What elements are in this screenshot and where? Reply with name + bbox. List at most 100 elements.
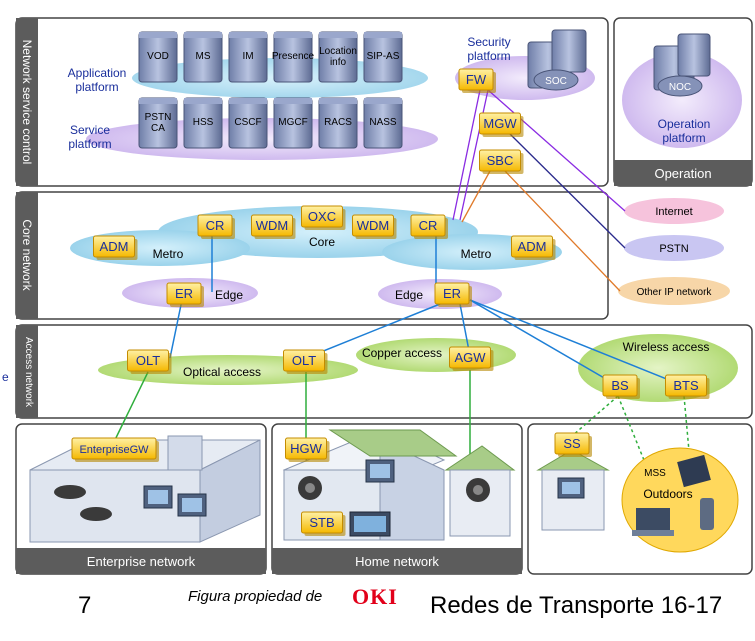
operation-title: Operation (654, 166, 711, 181)
laptop-icon (632, 508, 674, 536)
copper-house (444, 445, 516, 537)
cr-left-node: CR (197, 214, 235, 239)
access-cut-letter: e (2, 370, 9, 384)
soc-server-stack: SOC (527, 29, 587, 91)
core-network-layer-label: Core network (20, 219, 34, 291)
adm-left-node: ADM (93, 235, 138, 260)
mgw-pstn-link (509, 133, 626, 249)
home-phone-icon (298, 476, 322, 500)
er-right-node: ER (434, 282, 472, 307)
bts-node-label: BTS (673, 378, 699, 393)
pstn-label: PSTN (659, 243, 688, 255)
oxc-node: OXC (301, 205, 346, 230)
application-server-label: IM (242, 51, 253, 62)
oki-logo: OKI (352, 584, 398, 609)
sbc-otherip-link (504, 170, 621, 292)
service-server: RACS (318, 97, 358, 149)
mobile-phone-icon (700, 498, 714, 530)
application-server-label: VOD (147, 51, 169, 62)
copper-access-label: Copper access (362, 346, 442, 360)
enterprise-gw-node-label: EnterpriseGW (79, 444, 149, 456)
sbc-core-link (461, 170, 491, 223)
olt-left-node-label: OLT (136, 353, 160, 368)
outdoors-label: Outdoors (643, 487, 692, 501)
ss-pc-icon (557, 477, 585, 499)
operation-title-bar (614, 160, 752, 186)
er-olt-left-link (169, 299, 183, 359)
operation-platform-ellipse (622, 52, 742, 148)
enterprise-title-bar (16, 548, 266, 574)
wdm-left-node: WDM (251, 214, 296, 239)
service-server: CSCF (228, 97, 268, 149)
service-server: MGCF (273, 97, 313, 149)
application-server: MS (183, 31, 223, 83)
home-tv-icon (349, 511, 391, 537)
edge-left-label: Edge (215, 288, 243, 302)
pda-icon (677, 454, 711, 488)
adm-right-node: ADM (511, 235, 556, 260)
hgw-node: HGW (285, 437, 330, 462)
service-server: NASS (363, 97, 403, 149)
figure-credit: Figura propiedad de (188, 588, 323, 605)
application-server-label: SIP-AS (367, 51, 400, 62)
bs-node: BS (602, 374, 640, 399)
enterprise-phone-icon (54, 485, 112, 521)
access-network-tab (16, 325, 38, 418)
mgw-node-label: MGW (483, 116, 517, 131)
soc-label: SOC (545, 76, 567, 87)
er-right-node-label: ER (443, 286, 461, 301)
fw-internet-link (487, 89, 626, 212)
service-server-label: CSCF (234, 117, 261, 128)
agw-node-label: AGW (454, 350, 486, 365)
application-server-label: MS (196, 51, 211, 62)
service-server: HSS (183, 97, 223, 149)
service-server-label: NASS (369, 117, 397, 128)
home-title-bar (272, 548, 522, 574)
cr-left-node-label: CR (206, 218, 225, 233)
other-ip-cloud (618, 277, 730, 305)
enterprise-pc-icon (143, 485, 207, 517)
application-server: VOD (138, 31, 178, 83)
copper-phone-icon (466, 478, 490, 502)
noc-label: NOC (669, 82, 691, 93)
fw-node: FW (458, 68, 496, 93)
service-server-label: MGCF (278, 117, 307, 128)
olt-right-node-label: OLT (292, 353, 316, 368)
service-control-layer-label: Network service control (20, 40, 34, 165)
wdm-right-node: WDM (352, 214, 397, 239)
other-ip-label: Other IP network (637, 287, 713, 298)
enterprise-network-label: Enterprise network (87, 554, 196, 569)
access-network-layer-label: Access network (23, 337, 34, 408)
home-building (282, 429, 458, 541)
er-olt-right-link (305, 303, 441, 359)
course-title: Redes de Transporte 16-17 (430, 592, 723, 619)
wdm-right-node-label: WDM (357, 218, 390, 233)
er-bs-link (469, 299, 619, 387)
adm-right-node-label: ADM (518, 239, 547, 254)
application-server-label: Presence (272, 51, 315, 62)
service-server-label: RACS (324, 117, 352, 128)
core-label: Core (309, 235, 335, 249)
ss-node: SS (554, 432, 592, 457)
stb-node: STB (301, 511, 346, 536)
cr-right-node-label: CR (419, 218, 438, 233)
sbc-node-label: SBC (487, 153, 514, 168)
fw-node-label: FW (466, 72, 487, 87)
application-platform-label-line: Application (68, 66, 127, 80)
metro-right-label: Metro (461, 247, 492, 261)
mgw-node: MGW (479, 112, 524, 137)
olt-enterprise-link (111, 371, 149, 447)
adm-left-node-label: ADM (100, 239, 129, 254)
noc-server-stack: NOC (653, 33, 711, 97)
pstn-cloud (624, 235, 724, 261)
er-left-node-label: ER (175, 286, 193, 301)
mss-label: MSS (644, 468, 666, 479)
bts-node: BTS (665, 374, 710, 399)
